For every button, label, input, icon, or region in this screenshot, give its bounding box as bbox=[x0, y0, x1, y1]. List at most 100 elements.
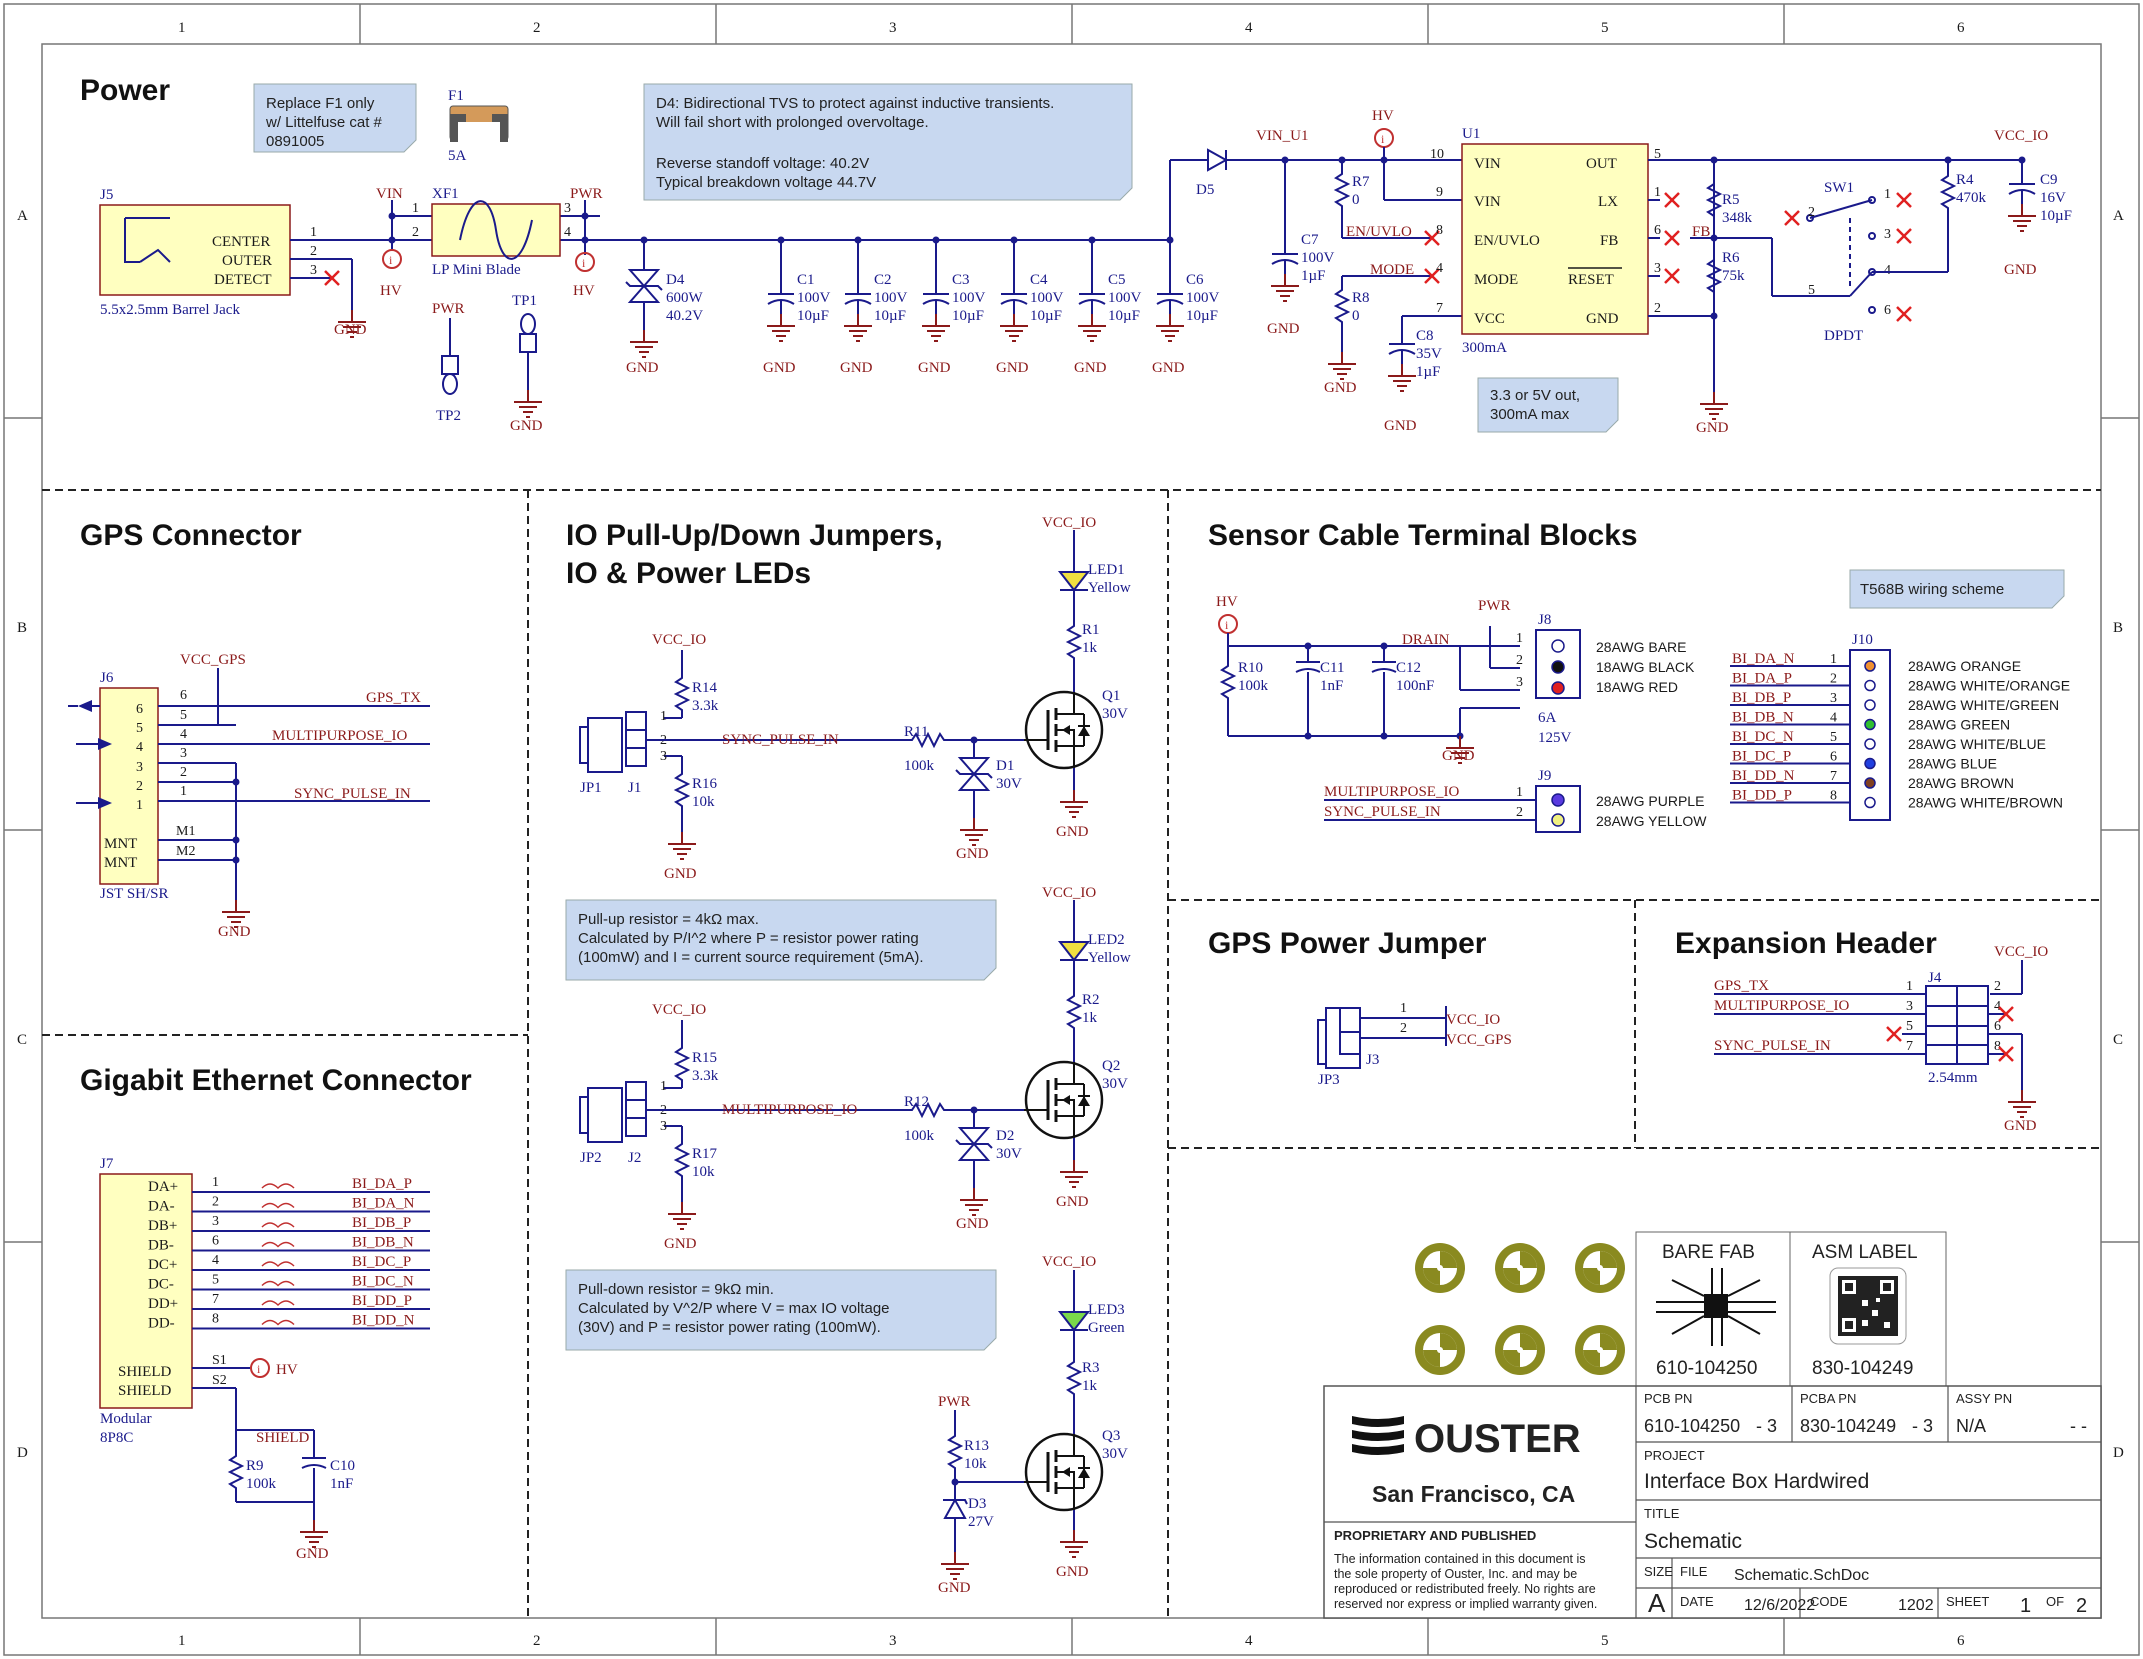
j10-pin-number: 5 bbox=[1830, 730, 1837, 745]
eth-pin-name: DC+ bbox=[148, 1257, 177, 1273]
diode-d5: D5 bbox=[1170, 148, 1442, 198]
j10-wire-color: 28AWG ORANGE bbox=[1908, 658, 2021, 674]
resistor-ref: R1 bbox=[1082, 622, 1100, 638]
diode-ref: D2 bbox=[996, 1128, 1014, 1144]
svg-text:Calculated by P/I^2 where P =: Calculated by P/I^2 where P = resistor p… bbox=[578, 930, 919, 947]
header-ref: J1 bbox=[628, 780, 641, 796]
svg-text:GND: GND bbox=[1267, 321, 1300, 337]
svg-text:J7: J7 bbox=[100, 1156, 114, 1172]
j10-net-label: BI_DC_P bbox=[1732, 749, 1791, 765]
gps-power-jumper: 1 2 VCC_IO VCC_GPS JP3 J3 bbox=[1317, 1001, 1512, 1088]
eth-pin-number: 7 bbox=[212, 1292, 219, 1307]
svg-text:18AWG BLACK: 18AWG BLACK bbox=[1596, 659, 1695, 675]
vcc-io-label: VCC_IO bbox=[1042, 885, 1096, 901]
resistor bbox=[1067, 619, 1081, 665]
pwr-label: PWR bbox=[570, 186, 603, 202]
svg-text:100V: 100V bbox=[1301, 250, 1335, 266]
svg-text:C6: C6 bbox=[1186, 272, 1204, 288]
svg-text:4: 4 bbox=[1884, 263, 1891, 278]
svg-text:LP Mini Blade: LP Mini Blade bbox=[432, 262, 521, 278]
led-color: Yellow bbox=[1088, 580, 1131, 596]
resistor-value: 3.3k bbox=[692, 698, 719, 714]
svg-text:R8: R8 bbox=[1352, 290, 1370, 306]
svg-text:2: 2 bbox=[310, 244, 317, 259]
svg-text:OUT: OUT bbox=[1586, 156, 1617, 172]
svg-text:XF1: XF1 bbox=[432, 186, 459, 202]
eth-pin-name: DD- bbox=[148, 1316, 175, 1332]
j10-net-label: BI_DD_P bbox=[1732, 788, 1792, 804]
mosfet-value: 30V bbox=[1102, 706, 1128, 722]
jumper-pin bbox=[625, 711, 647, 731]
led-ref: LED1 bbox=[1088, 562, 1125, 578]
resistor-ref: R15 bbox=[692, 1050, 717, 1066]
svg-text:2: 2 bbox=[1654, 301, 1661, 316]
svg-text:610-104250: 610-104250 bbox=[1656, 1358, 1757, 1379]
svg-text:Calculated by V^2/P where V =: Calculated by V^2/P where V = max IO vol… bbox=[578, 1300, 890, 1317]
svg-text:LED3: LED3 bbox=[1088, 1302, 1125, 1318]
note-d4: D4: Bidirectional TVS to protect against… bbox=[643, 83, 1133, 201]
svg-text:J10: J10 bbox=[1852, 632, 1873, 648]
header-ref: J2 bbox=[628, 1150, 641, 1166]
svg-text:10µF: 10µF bbox=[952, 308, 984, 324]
svg-text:reserved nor express or implie: reserved nor express or implied warranty… bbox=[1334, 1597, 1597, 1611]
j10-pin-number: 3 bbox=[1830, 691, 1837, 706]
svg-text:0891005: 0891005 bbox=[266, 133, 324, 150]
svg-text:C12: C12 bbox=[1396, 660, 1421, 676]
resistor-ref: R2 bbox=[1082, 992, 1100, 1008]
svg-text:6: 6 bbox=[1994, 1019, 2001, 1034]
svg-text:GND: GND bbox=[218, 924, 251, 940]
svg-text:2: 2 bbox=[136, 779, 143, 794]
col-marker: 5 bbox=[1601, 20, 1609, 36]
svg-text:PROPRIETARY AND PUBLISHED: PROPRIETARY AND PUBLISHED bbox=[1334, 1528, 1536, 1543]
svg-text:C3: C3 bbox=[952, 272, 970, 288]
svg-text:1nF: 1nF bbox=[1320, 678, 1343, 694]
svg-text:GND: GND bbox=[996, 360, 1029, 376]
svg-text:348k: 348k bbox=[1722, 210, 1753, 226]
gnd-label: GND bbox=[334, 322, 367, 338]
svg-text:1: 1 bbox=[1516, 785, 1523, 800]
resistor-ref: R11 bbox=[904, 724, 928, 740]
eth-pin-name: DD+ bbox=[148, 1296, 178, 1312]
gnd-label: GND bbox=[1056, 1194, 1089, 1210]
svg-text:MNT: MNT bbox=[104, 855, 137, 871]
j10-net-label: BI_DB_P bbox=[1732, 690, 1791, 706]
vcc-io-label: VCC_IO bbox=[652, 632, 706, 648]
resistor-value: 1k bbox=[1082, 1010, 1098, 1026]
col-marker: 1 bbox=[178, 20, 186, 36]
svg-text:5: 5 bbox=[1808, 283, 1815, 298]
svg-text:GND: GND bbox=[1384, 418, 1417, 434]
svg-text:2: 2 bbox=[2076, 1595, 2087, 1617]
sensor-wiring bbox=[1227, 626, 1520, 740]
eth-pin-name: DC- bbox=[148, 1277, 174, 1293]
eth-net-label: BI_DB_P bbox=[352, 1215, 411, 1231]
svg-text:300mA max: 300mA max bbox=[1490, 406, 1570, 423]
svg-text:GND: GND bbox=[1056, 1564, 1089, 1580]
svg-text:M1: M1 bbox=[176, 824, 195, 839]
svg-text:1: 1 bbox=[310, 225, 317, 240]
svg-text:100V: 100V bbox=[1108, 290, 1142, 306]
svg-text:GPS_TX: GPS_TX bbox=[1714, 978, 1769, 994]
svg-text:100k: 100k bbox=[246, 1476, 277, 1492]
svg-text:R9: R9 bbox=[246, 1458, 264, 1474]
svg-text:VCC_IO: VCC_IO bbox=[1446, 1012, 1500, 1028]
svg-text:Modular: Modular bbox=[100, 1411, 152, 1427]
svg-text:D5: D5 bbox=[1196, 182, 1214, 198]
svg-text:1: 1 bbox=[412, 201, 419, 216]
svg-text:OUSTER: OUSTER bbox=[1414, 1417, 1581, 1461]
resistor-r7: R70 bbox=[1335, 156, 1432, 239]
svg-text:C8: C8 bbox=[1416, 328, 1434, 344]
svg-text:T568B wiring scheme: T568B wiring scheme bbox=[1860, 581, 2004, 598]
col-marker: 3 bbox=[889, 20, 897, 36]
resistor-value: 3.3k bbox=[692, 1068, 719, 1084]
svg-text:DPDT: DPDT bbox=[1824, 328, 1863, 344]
j10-pin-number: 1 bbox=[1830, 652, 1837, 667]
section-title-expansion: Expansion Header bbox=[1675, 927, 1937, 960]
svg-text:EN/UVLO: EN/UVLO bbox=[1474, 233, 1540, 249]
svg-text:Schematic: Schematic bbox=[1644, 1530, 1742, 1553]
j10-contact bbox=[1864, 738, 1876, 750]
svg-text:reproduced or redistributed fr: reproduced or redistributed freely. No r… bbox=[1334, 1582, 1596, 1596]
svg-text:C4: C4 bbox=[1030, 272, 1048, 288]
